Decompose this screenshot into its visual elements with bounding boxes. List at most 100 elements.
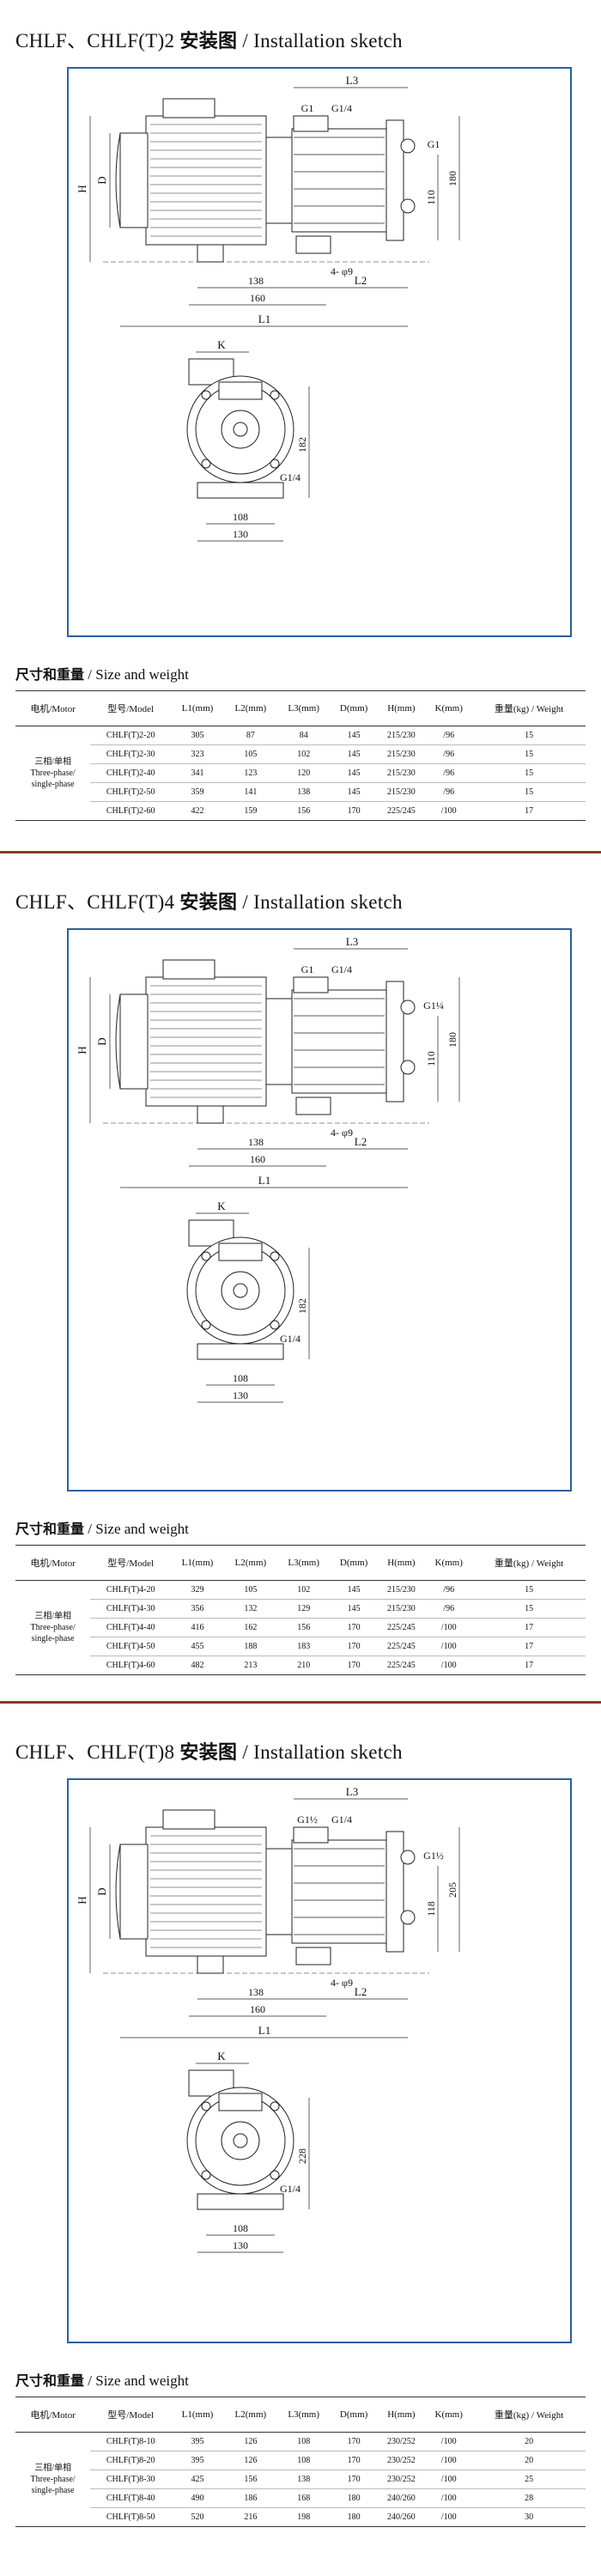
dim-g1: G1 [301,963,314,975]
dim-l3: L3 [346,935,358,948]
table-header-cell: L1(mm) [171,2397,224,2433]
table-cell: 225/245 [377,1618,426,1637]
dim-l1: L1 [258,313,270,325]
table-header-cell: 电机/Motor [15,690,91,726]
dim-138: 138 [248,275,264,287]
table-cell: CHLF(T)4-20 [90,1580,172,1600]
dim-g14-side: G1/4 [280,471,300,483]
table-cell: /100 [425,1618,473,1637]
dim-108: 108 [233,511,248,523]
pump-end-view [186,1219,294,1360]
table-cell: CHLF(T)8-30 [90,2470,172,2489]
table-cell: 20 [472,2451,586,2470]
foot-left [197,1955,224,1974]
table-header-cell: 电机/Motor [15,2397,91,2433]
dim-g1-right: G1¼ [423,999,444,1012]
table-cell: 129 [276,1599,331,1619]
table-cell: 170 [330,1637,378,1656]
table-cell: 180 [330,2507,378,2527]
table-cell: 341 [171,763,224,783]
table-cell: /100 [425,2470,473,2489]
dim-l1: L1 [258,2024,270,2037]
table-cell: CHLF(T)2-60 [90,801,172,821]
dim-h: H [76,1896,88,1904]
dim-130: 130 [233,2239,248,2251]
table-cell: 105 [223,1580,277,1600]
title-cn: 安装图 [179,1742,238,1764]
table-cell: 329 [171,1580,224,1600]
dim-138: 138 [248,1986,264,1998]
table-cell: 145 [330,1599,378,1619]
table-cell: CHLF(T)4-50 [90,1637,172,1656]
dim-k: K [217,338,226,351]
table-cell: 395 [171,2432,224,2451]
size-weight-title: 尺寸和重量 / Size and weight [15,1517,189,1538]
motor-en-1: Three-phase/ [30,1623,76,1632]
table-cell: 15 [472,782,586,802]
dim-g14-side: G1/4 [280,2183,300,2195]
inlet-port [293,976,329,993]
table-header-cell: H(mm) [377,1545,426,1581]
table-cell: /100 [425,801,473,821]
table-cell: CHLF(T)2-40 [90,763,172,783]
model-name: CHLF、CHLF(T)2 [15,30,175,52]
motor-cn: 三相/单相 [34,757,72,767]
table-header-cell: H(mm) [377,2397,426,2433]
table-cell: 15 [472,763,586,783]
dim-l2: L2 [355,1985,367,1998]
table-cell: 17 [472,1618,586,1637]
table-header-cell: L1(mm) [171,1545,224,1581]
pump-stages [291,989,387,1094]
table-cell: 15 [472,726,586,745]
table-cell: /100 [425,2432,473,2451]
motor-en-1: Three-phase/ [30,769,76,778]
table-cell: 132 [223,1599,277,1619]
table-cell: 356 [171,1599,224,1619]
dim-side-height: 228 [296,2148,308,2164]
end-base [197,482,284,499]
table-cell: CHLF(T)8-50 [90,2507,172,2527]
table-header-cell: L2(mm) [223,690,277,726]
foot-right [295,235,331,254]
pump-stages [291,1839,387,1944]
dim-d: D [95,1037,108,1045]
table-cell: 145 [330,763,378,783]
table-cell: CHLF(T)2-30 [90,744,172,764]
table-cell: 180 [330,2488,378,2508]
dim-g1-right: G1½ [423,1850,444,1862]
table-header-cell: D(mm) [330,1545,378,1581]
table-cell: 170 [330,801,378,821]
foot-right [295,1097,331,1115]
motor-body [145,115,267,246]
table-cell: 108 [276,2432,331,2451]
table-cell: /96 [425,782,473,802]
dim-160: 160 [250,292,265,304]
table-header-cell: 型号/Model [90,2397,172,2433]
table-header-cell: 重量(kg) / Weight [472,2397,586,2433]
table-cell: 25 [472,2470,586,2489]
table-cell: 225/245 [377,1656,426,1675]
outlet-head [385,1831,404,1953]
table-cell: 28 [472,2488,586,2508]
table-cell: 305 [171,726,224,745]
